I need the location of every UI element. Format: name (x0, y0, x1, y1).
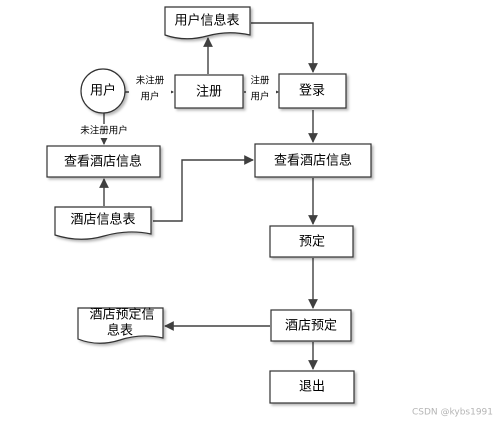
node-reserve-table-label-line1: 酒店预定信 (89, 308, 154, 323)
node-view-hotel-left-label: 查看酒店信息 (64, 154, 142, 170)
node-reserve-label: 预定 (299, 235, 325, 250)
edge-label-unregistered-line2: 用户 (140, 91, 159, 103)
edge-label-unregistered-user: 未注册用户 (80, 125, 128, 137)
node-hotel-reserve-box (270, 309, 352, 342)
node-logout-label: 退出 (299, 380, 325, 395)
node-register-box (174, 74, 244, 109)
node-view-hotel-right-label: 查看酒店信息 (274, 153, 352, 169)
node-hotel-reserve-label: 酒店预定 (285, 319, 337, 334)
edge-user-table-to-login (251, 22, 318, 73)
node-logout-box (269, 370, 355, 404)
edge-label-unregistered-line1: 未注册 (136, 75, 165, 87)
node-user-circle (80, 68, 126, 114)
node-register-label: 注册 (196, 85, 222, 100)
edge-hotel-table-to-view-right (153, 155, 254, 222)
watermark-text: CSDN @kybs1991 (412, 408, 493, 418)
node-view-hotel-left-box (46, 145, 161, 178)
node-reserve-box (269, 225, 354, 258)
edge-label-registered-line1: 注册 (250, 75, 270, 87)
node-user-table-shape (164, 6, 251, 40)
node-view-hotel-right-box (254, 143, 372, 178)
node-hotel-table-label: 酒店信息表 (70, 212, 135, 228)
node-user-table-label: 用户信息表 (174, 13, 239, 29)
node-user-label: 用户 (90, 83, 116, 99)
node-login-label: 登录 (299, 84, 325, 99)
node-hotel-table-shape (54, 206, 152, 240)
node-reserve-table-shape (77, 307, 164, 344)
edge-label-registered-line2: 用户 (250, 91, 269, 103)
node-reserve-table-label-line2: 息表 (107, 323, 133, 339)
node-login-box (278, 73, 347, 109)
